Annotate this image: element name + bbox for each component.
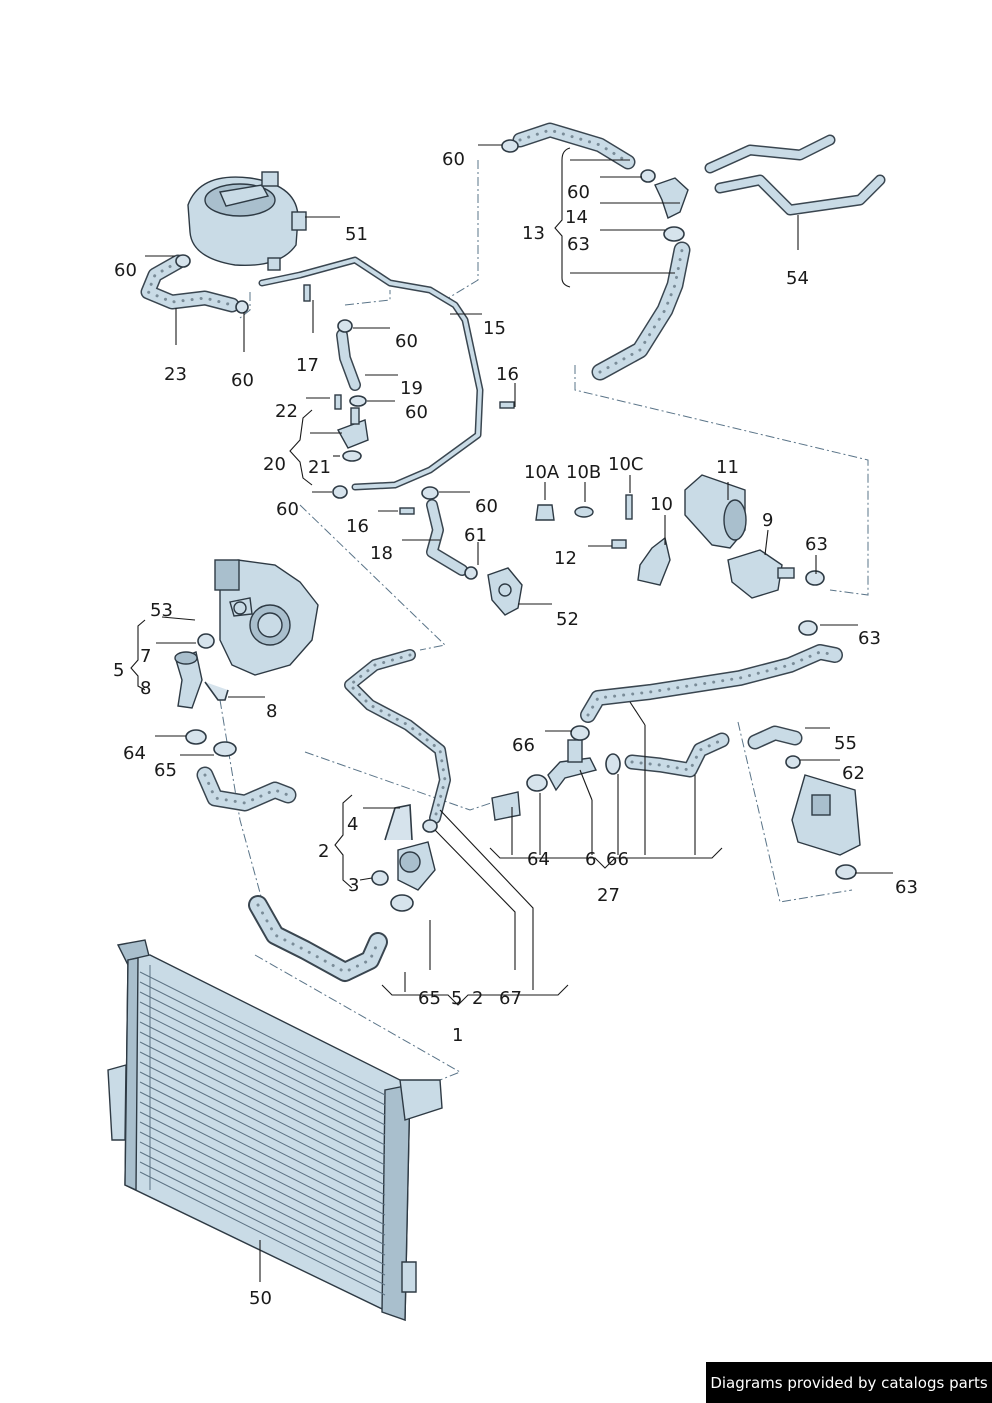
callout-5-top: 5 [113, 660, 124, 681]
hose-23[interactable] [140, 254, 240, 313]
callout-55: 55 [834, 733, 857, 754]
callout-60-line-left: 60 [276, 499, 299, 520]
callout-61: 61 [464, 525, 487, 546]
callout-64-bottom: 64 [527, 849, 550, 870]
hose-13[interactable] [591, 241, 691, 381]
callout-60-hose19-top: 60 [395, 331, 418, 352]
callout-1: 1 [452, 1025, 463, 1046]
callout-60-hose23: 60 [231, 370, 254, 391]
callout-5-bottom: 5 [451, 988, 462, 1009]
callout-50: 50 [249, 1288, 272, 1309]
callout-8: 8 [266, 701, 277, 722]
callout-10B: 10B [566, 462, 601, 483]
callout-60-top: 60 [442, 149, 465, 170]
assembly-dash-lines [219, 160, 869, 1081]
callout-27: 27 [597, 885, 620, 906]
callout-67: 67 [499, 988, 522, 1009]
auxiliary-pump-9[interactable] [727, 549, 795, 599]
thermostat-housing-2[interactable] [397, 841, 436, 891]
hose-clamps[interactable] [175, 139, 857, 912]
callout-11: 11 [716, 457, 739, 478]
callout-62: 62 [842, 763, 865, 784]
pipe-assembly-54[interactable] [704, 134, 886, 216]
callout-10: 10 [650, 494, 673, 515]
screws-10abc[interactable] [303, 284, 633, 549]
callout-7: 7 [140, 646, 151, 667]
callout-4: 4 [347, 814, 358, 835]
callout-10A: 10A [524, 462, 560, 483]
coolant-line-15[interactable] [258, 256, 484, 491]
callout-22: 22 [275, 401, 298, 422]
hose-lower-left[interactable] [196, 766, 297, 812]
connector-stub[interactable] [491, 791, 521, 821]
callout-54: 54 [786, 268, 809, 289]
callout-16-right: 16 [496, 364, 519, 385]
radiator-fins [139, 965, 386, 1296]
hose-center[interactable] [344, 649, 451, 824]
hose-18[interactable] [426, 499, 468, 576]
coolant-pump-housing-53[interactable] [214, 559, 319, 676]
pipe-14[interactable] [654, 177, 689, 219]
callout-53: 53 [150, 600, 173, 621]
callout-14: 14 [565, 207, 588, 228]
callout-10C: 10C [608, 454, 643, 475]
pump-11[interactable] [684, 474, 747, 549]
callout-19: 19 [400, 378, 423, 399]
hose-long-right[interactable] [580, 644, 843, 723]
hose-19[interactable] [336, 329, 361, 391]
footer-banner: Diagrams provided by catalogs parts [706, 1362, 992, 1403]
callout-15: 15 [483, 318, 506, 339]
callout-20: 20 [263, 454, 286, 475]
callout-labels: 1 2 2 3 4 5 5 6 7 8 8 9 10 10A 10B 10C 1… [113, 149, 918, 1309]
callout-63-top: 63 [567, 234, 590, 255]
hose-27[interactable] [624, 732, 730, 778]
callout-2-top: 2 [318, 841, 329, 862]
hose-radiator-lower[interactable] [248, 895, 388, 982]
callout-13: 13 [522, 223, 545, 244]
callout-23: 23 [164, 364, 187, 385]
hose-55[interactable] [747, 725, 803, 750]
callout-66-bottom: 66 [606, 849, 629, 870]
callout-9: 9 [762, 510, 773, 531]
leader-lines [130, 144, 893, 1282]
callout-18: 18 [370, 543, 393, 564]
callout-63-right: 63 [858, 628, 881, 649]
callout-6: 6 [585, 849, 596, 870]
callout-16-left: 16 [346, 516, 369, 537]
connector-52[interactable] [487, 567, 523, 616]
callout-8-bracket: 8 [140, 678, 151, 699]
callout-60-line-right: 60 [475, 496, 498, 517]
callout-3: 3 [348, 875, 359, 896]
flange-20[interactable] [336, 407, 369, 449]
t-piece-6[interactable] [547, 739, 598, 792]
hose-upper[interactable] [512, 122, 636, 170]
connector-elbow-5[interactable] [174, 651, 203, 709]
callout-21: 21 [308, 457, 331, 478]
bracket-10[interactable] [637, 536, 671, 586]
callout-65-left: 65 [154, 760, 177, 781]
callout-17: 17 [296, 355, 319, 376]
callout-60-tank: 60 [114, 260, 137, 281]
callout-63-cooler: 63 [895, 877, 918, 898]
radiator-50[interactable] [107, 939, 443, 1322]
callout-52: 52 [556, 609, 579, 630]
callout-66-top: 66 [512, 735, 535, 756]
callout-51: 51 [345, 224, 368, 245]
callout-12: 12 [554, 548, 577, 569]
expansion-tank-51[interactable] [187, 171, 307, 271]
callout-64-left: 64 [123, 743, 146, 764]
callout-2-bottom: 2 [472, 988, 483, 1009]
oil-cooler-62[interactable] [791, 774, 861, 856]
callout-65-bottom: 65 [418, 988, 441, 1009]
callout-60-right-top: 60 [567, 182, 590, 203]
callout-63-pump: 63 [805, 534, 828, 555]
callout-60-hose19-bottom: 60 [405, 402, 428, 423]
